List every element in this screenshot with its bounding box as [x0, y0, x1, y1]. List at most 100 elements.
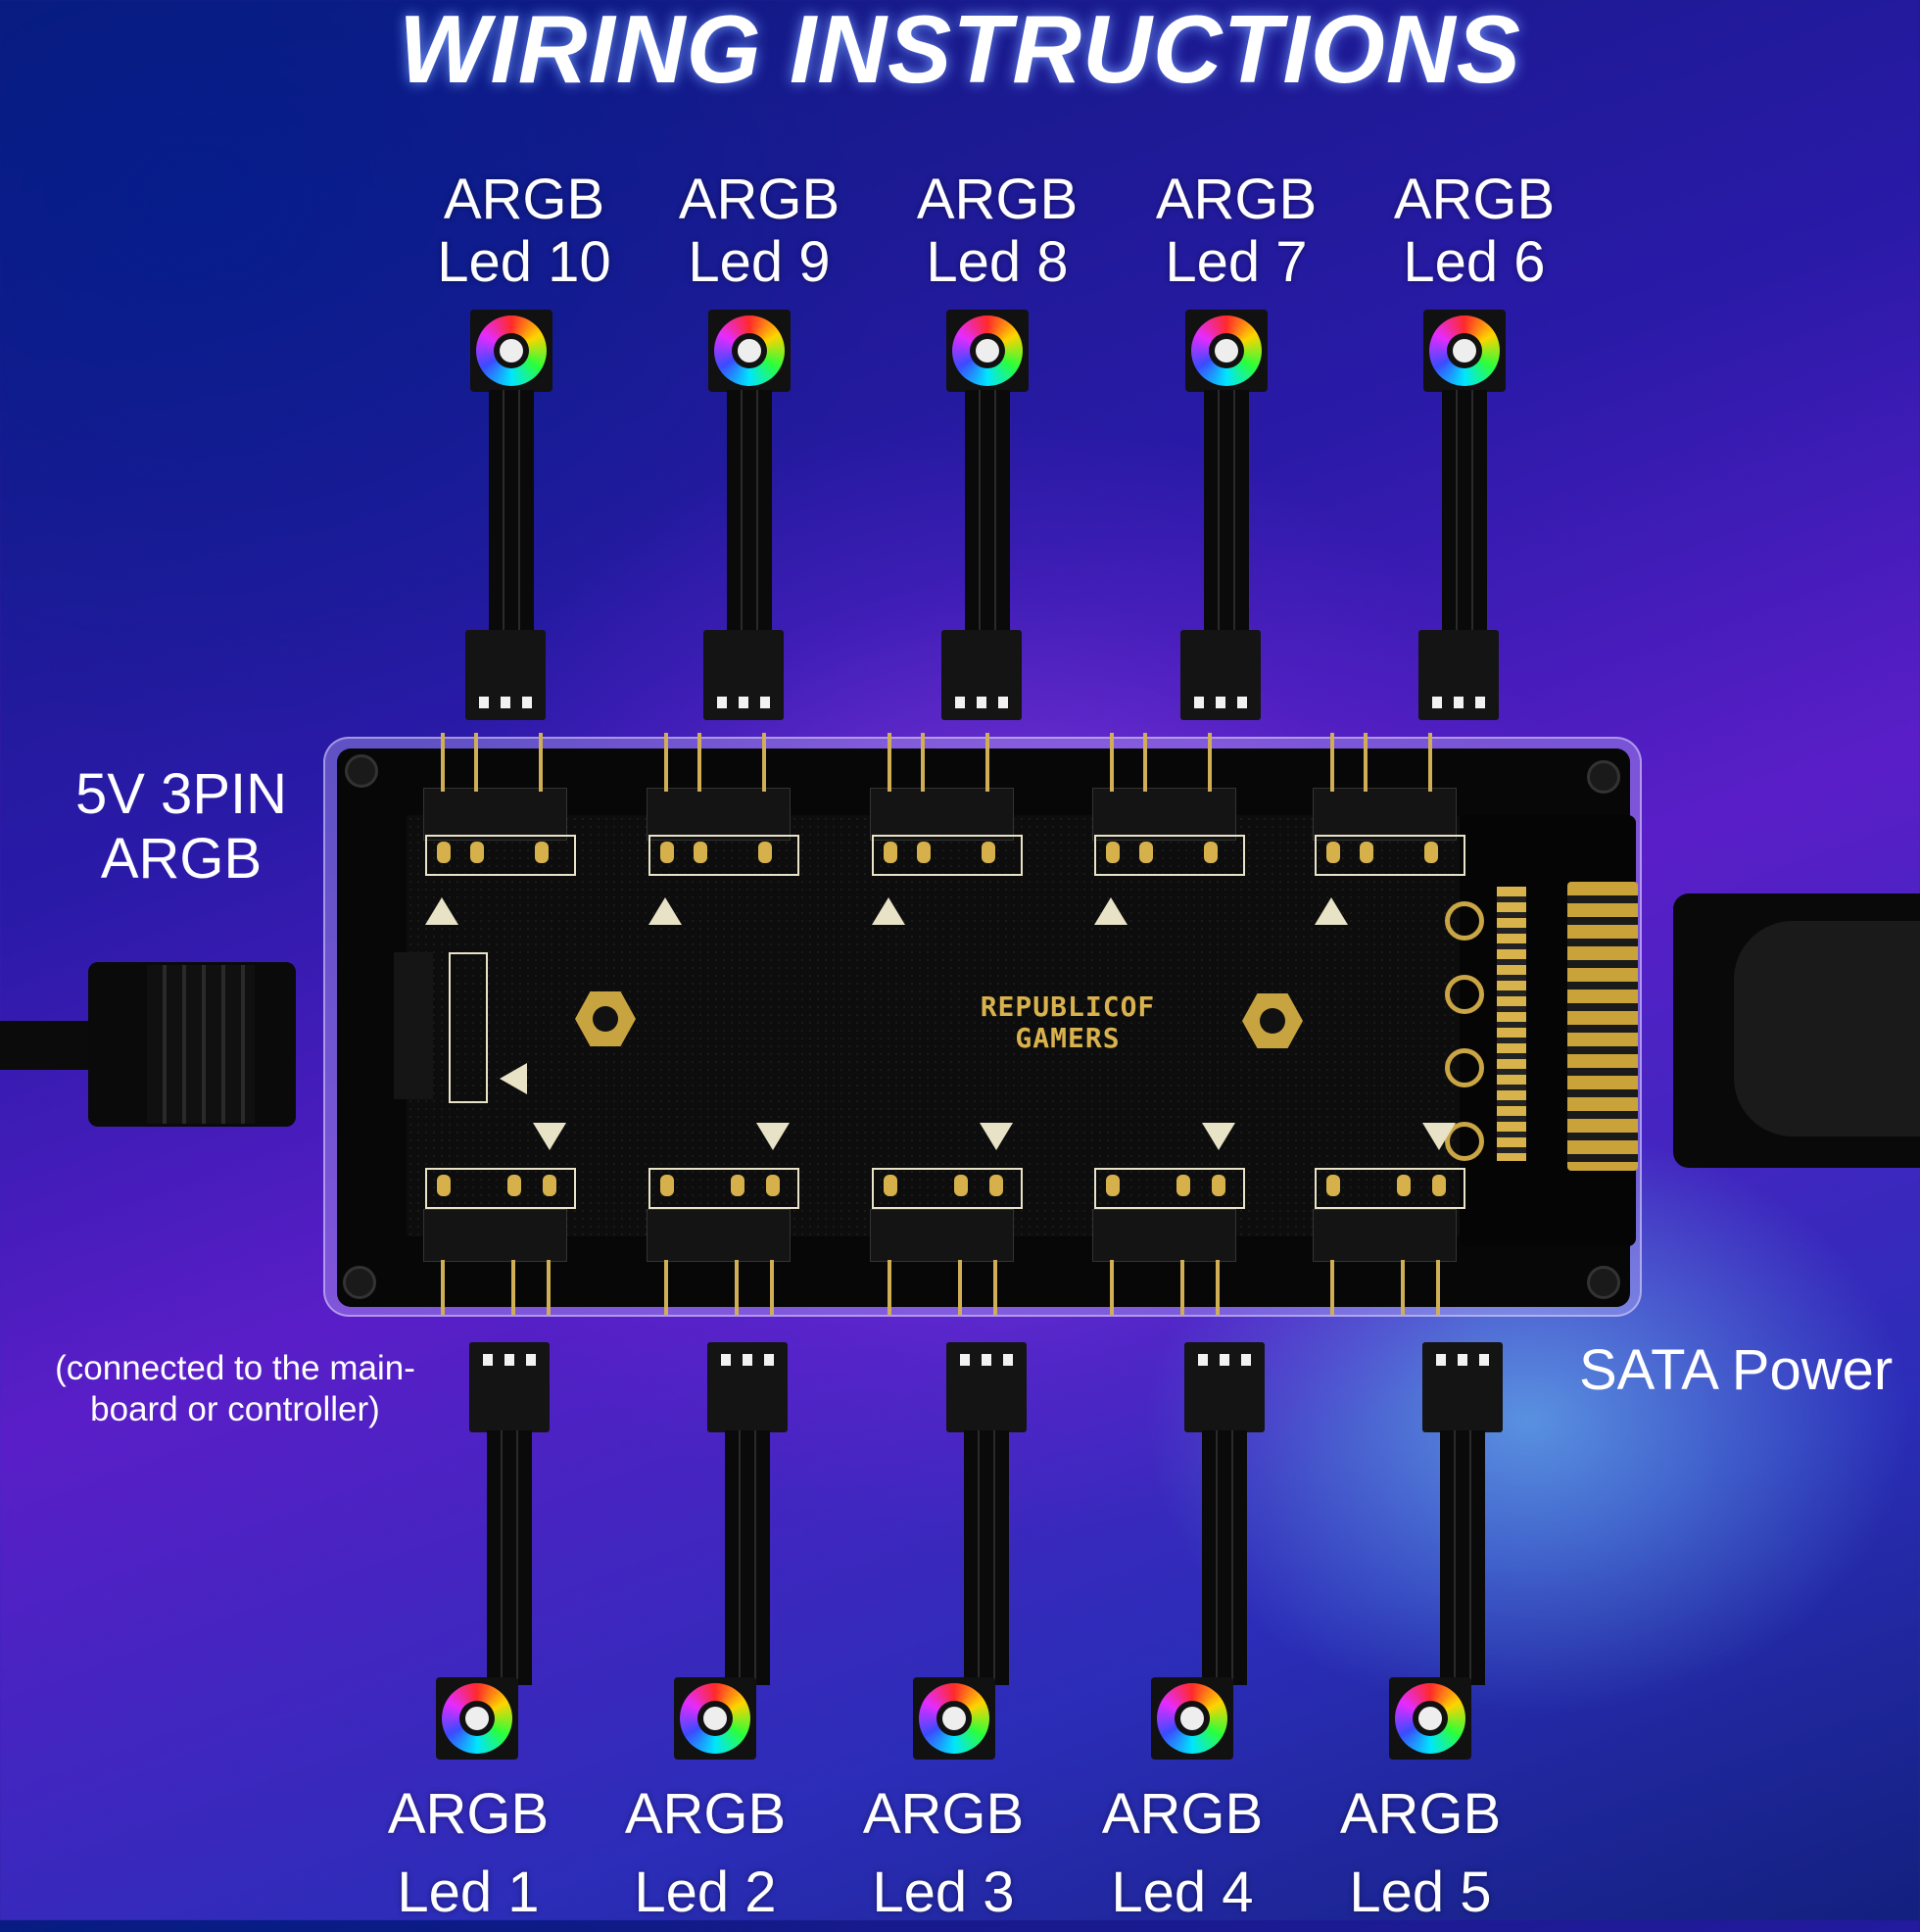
top-pin-header	[1092, 788, 1236, 841]
top-led-label-line1: ARGB	[1155, 168, 1318, 231]
rgb-fan-icon	[1389, 1677, 1471, 1760]
top-pin-box	[425, 835, 576, 876]
solder-pad	[660, 1175, 674, 1196]
bottom-led-label: ARGB Led 3	[836, 1775, 1051, 1932]
header-pin	[1436, 1260, 1440, 1315]
header-pin	[664, 733, 668, 792]
top-led-label: ARGB Led 9	[651, 169, 867, 294]
input-note-line1: (connected to the main-	[55, 1349, 415, 1387]
top-pin-box	[872, 835, 1023, 876]
rgb-fan-icon	[1185, 310, 1268, 392]
bottom-led-label: ARGB Led 4	[1075, 1775, 1290, 1932]
bottom-led-label-line1: ARGB	[387, 1782, 550, 1846]
sata-solder-pins	[1497, 887, 1526, 1161]
connector-plug	[1418, 630, 1499, 720]
rgb-fan-icon	[708, 310, 791, 392]
input-header	[394, 952, 433, 1099]
input-pin-box	[449, 952, 488, 1103]
bottom-led-label-line2: Led 4	[1111, 1860, 1254, 1924]
solder-pad	[989, 1175, 1003, 1196]
led-cable	[489, 390, 534, 635]
input-label-line2: ARGB	[100, 827, 263, 891]
bottom-pin-box	[872, 1168, 1023, 1209]
arrow-up-icon	[1094, 897, 1128, 925]
solder-pad	[437, 842, 451, 863]
pcb-brand-text: REPUBLICOF GAMERS	[940, 991, 1195, 1054]
arrow-left-icon	[500, 1063, 527, 1094]
connector-plug	[1422, 1342, 1503, 1432]
solder-pad	[694, 842, 707, 863]
led-cable	[1442, 390, 1487, 635]
header-pin	[1330, 733, 1334, 792]
led-cable	[1204, 390, 1249, 635]
solder-pad	[884, 1175, 897, 1196]
screw-icon	[1587, 760, 1620, 794]
header-pin	[1364, 733, 1368, 792]
page-title: WIRING INSTRUCTIONS	[399, 0, 1521, 103]
header-pin	[985, 733, 989, 792]
bottom-pin-box	[1315, 1168, 1465, 1209]
top-led-label-line2: Led 9	[688, 230, 831, 294]
screw-icon	[345, 754, 378, 788]
top-led-label-line2: Led 8	[926, 230, 1069, 294]
top-led-label-line2: Led 6	[1403, 230, 1546, 294]
input-label: 5V 3PIN ARGB	[49, 762, 313, 892]
connector-plug	[469, 1342, 550, 1432]
top-led-label-line2: Led 10	[437, 230, 611, 294]
header-pin	[1180, 1260, 1184, 1315]
header-pin	[697, 733, 701, 792]
top-led-label: ARGB Led 7	[1128, 169, 1344, 294]
led-cable	[1202, 1430, 1247, 1685]
solder-pad	[1139, 842, 1153, 863]
header-pin	[1330, 1260, 1334, 1315]
led-cable	[1440, 1430, 1485, 1685]
solder-pad	[535, 842, 549, 863]
connector-plug	[465, 630, 546, 720]
top-pin-header	[870, 788, 1014, 841]
solder-pad	[437, 1175, 451, 1196]
top-pin-box	[1094, 835, 1245, 876]
rgb-fan-icon	[946, 310, 1029, 392]
pcb-brand-line2: GAMERS	[1015, 1022, 1121, 1054]
solder-pad	[758, 842, 772, 863]
connector-plug	[703, 630, 784, 720]
sata-contacts	[1567, 882, 1638, 1171]
bottom-led-label-line1: ARGB	[624, 1782, 787, 1846]
solder-pad	[1326, 842, 1340, 863]
bottom-pin-header	[423, 1209, 567, 1262]
solder-pad	[1176, 1175, 1190, 1196]
bottom-pin-header	[1313, 1209, 1457, 1262]
rgb-fan-icon	[436, 1677, 518, 1760]
input-note-line2: board or controller)	[90, 1390, 380, 1428]
header-pin	[441, 1260, 445, 1315]
bottom-led-label-line2: Led 2	[634, 1860, 777, 1924]
bottom-pin-box	[425, 1168, 576, 1209]
connector-plug	[1184, 1342, 1265, 1432]
bottom-led-label-line2: Led 3	[872, 1860, 1015, 1924]
solder-pad	[1106, 1175, 1120, 1196]
header-pin	[1208, 733, 1212, 792]
led-cable	[725, 1430, 770, 1685]
arrow-down-icon	[980, 1123, 1013, 1150]
header-pin	[1110, 1260, 1114, 1315]
header-pin	[1110, 733, 1114, 792]
bottom-pin-header	[870, 1209, 1014, 1262]
rgb-fan-icon	[674, 1677, 756, 1760]
rgb-fan-icon	[913, 1677, 995, 1760]
solder-pad	[543, 1175, 556, 1196]
solder-pad	[731, 1175, 744, 1196]
top-led-label-line2: Led 7	[1165, 230, 1308, 294]
solder-pad	[1212, 1175, 1225, 1196]
top-pin-box	[1315, 835, 1465, 876]
bottom-led-label-line1: ARGB	[1339, 1782, 1502, 1846]
arrow-up-icon	[648, 897, 682, 925]
bottom-led-label-line1: ARGB	[862, 1782, 1025, 1846]
led-cable	[487, 1430, 532, 1685]
solder-pad	[1204, 842, 1218, 863]
top-led-label-line1: ARGB	[443, 168, 605, 231]
header-pin	[888, 1260, 891, 1315]
header-pin	[1143, 733, 1147, 792]
header-pin	[888, 733, 891, 792]
top-led-label-line1: ARGB	[916, 168, 1079, 231]
bottom-led-label: ARGB Led 5	[1313, 1775, 1528, 1932]
